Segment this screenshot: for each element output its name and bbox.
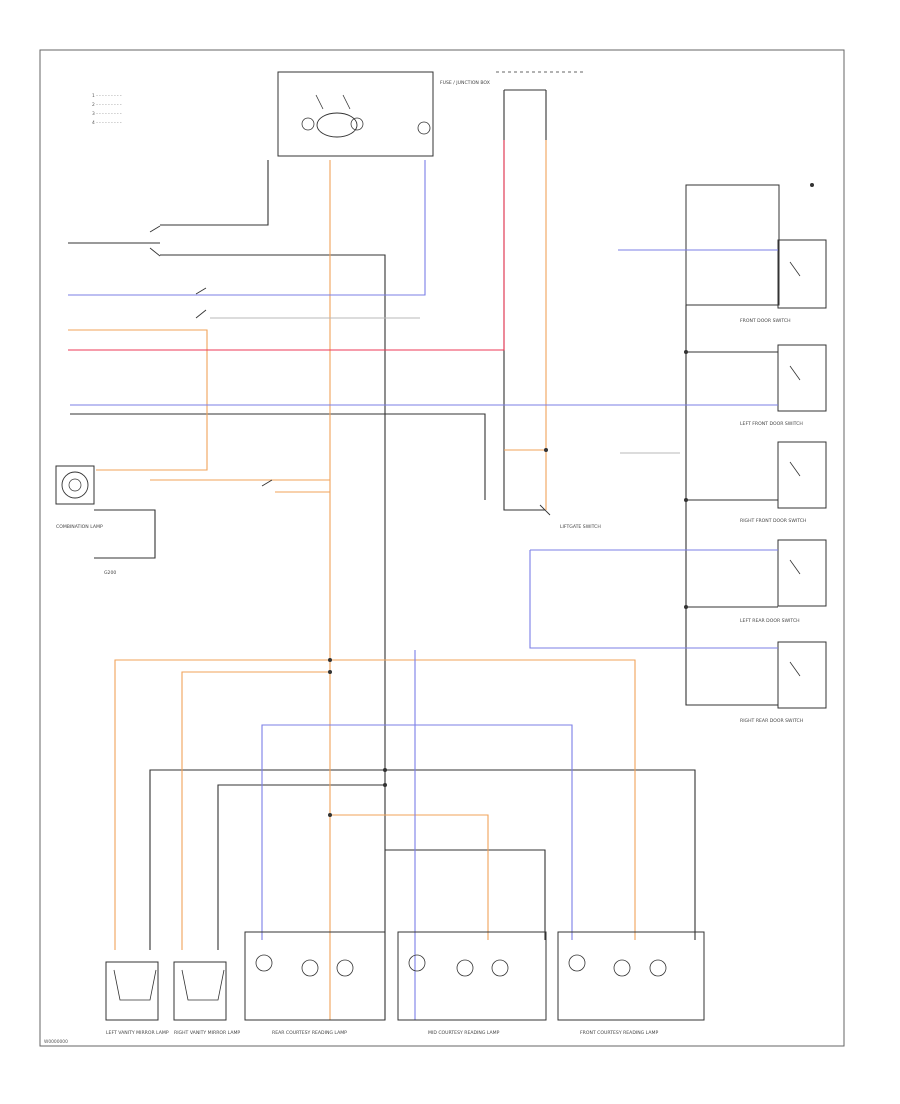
top-lamp-assembly (277, 71, 434, 157)
top-right-connector (496, 71, 586, 140)
legend-line-2: 2 - - - - - - - - - (92, 102, 122, 108)
gray-wires (210, 317, 680, 454)
right-vanity-caption: RIGHT VANITY MIRROR LAMP (174, 1030, 240, 1036)
ground-caption: G200 (104, 570, 116, 576)
left-vanity-caption: LEFT VANITY MIRROR LAMP (106, 1030, 169, 1036)
right-front-door-caption: RIGHT FRONT DOOR SWITCH (740, 518, 806, 524)
front-courtesy-lamp: FRONT COURTESY READING LAMP (557, 931, 705, 1036)
rear-courtesy-caption: REAR COURTESY READING LAMP (272, 1030, 347, 1036)
legend-line-1: 1 - - - - - - - - - (92, 93, 122, 99)
door-switch-captions: FRONT DOOR SWITCH LEFT FRONT DOOR SWITCH… (440, 80, 806, 724)
red-wires (68, 140, 505, 351)
diagram-border (39, 49, 845, 1047)
rear-courtesy-lamp: REAR COURTESY READING LAMP (244, 931, 386, 1036)
front-courtesy-caption: FRONT COURTESY READING LAMP (580, 1030, 658, 1036)
orange-wires (68, 140, 636, 1020)
switch-contacts (149, 225, 551, 817)
legend-line-4: 4 - - - - - - - - - (92, 120, 122, 126)
combination-lamp-caption: COMBINATION LAMP (56, 524, 103, 530)
blue-wires (68, 160, 778, 1020)
rear-door-left-caption: LEFT REAR DOOR SWITCH (740, 618, 800, 624)
mid-courtesy-caption: MID COURTESY READING LAMP (428, 1030, 500, 1036)
left-front-door-caption: LEFT FRONT DOOR SWITCH (740, 421, 803, 427)
mid-courtesy-lamp: MID COURTESY READING LAMP (397, 931, 547, 1036)
door-switch-column (684, 183, 827, 709)
legend-line-3: 3 - - - - - - - - - (92, 111, 122, 117)
black-wires (68, 140, 696, 1020)
legend: 1 - - - - - - - - - 2 - - - - - - - - - … (92, 93, 122, 126)
rear-door-right-caption: RIGHT REAR DOOR SWITCH (740, 718, 803, 724)
footer-code: W0000000 (44, 1039, 68, 1045)
left-vanity-lamp: LEFT VANITY MIRROR LAMP (105, 961, 169, 1036)
front-door-caption: FRONT DOOR SWITCH (740, 318, 791, 324)
right-vanity-lamp: RIGHT VANITY MIRROR LAMP (173, 961, 240, 1036)
liftgate-caption: LIFTGATE SWITCH (560, 524, 601, 530)
fuse-box-caption: FUSE / JUNCTION BOX (440, 80, 490, 86)
combination-lamp: COMBINATION LAMP G200 (55, 465, 116, 576)
